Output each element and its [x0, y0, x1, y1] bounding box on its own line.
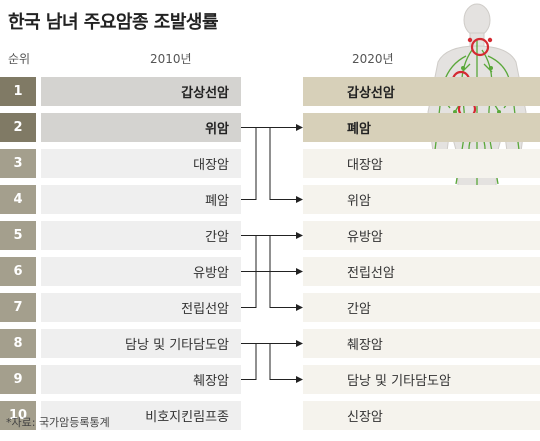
source-note: *자료: 국가암등록통계: [6, 416, 110, 429]
cancer-2010-row: 비호지킨림프종: [41, 401, 241, 430]
rank-cell: 10: [0, 401, 36, 430]
cancer-2010-row: 위암: [41, 113, 241, 142]
rank-move-arrowhead: [296, 376, 303, 383]
rank-move-line: [241, 235, 296, 272]
rank-cell: 7: [0, 293, 36, 322]
cancer-2020-row: 담낭 및 기타담도암: [303, 365, 540, 394]
rank-move-line: [241, 271, 296, 308]
rank-move-line: [241, 127, 296, 200]
rank-cell: 9: [0, 365, 36, 394]
cancer-2020-row: 대장암: [303, 149, 540, 178]
rank-move-arrowhead: [296, 124, 303, 131]
cancer-2010-row: 갑상선암: [41, 77, 241, 106]
cancer-2010-row: 폐암: [41, 185, 241, 214]
year-2010-header: 2010년: [150, 52, 192, 66]
rank-cell: 2: [0, 113, 36, 142]
rank-cell: 8: [0, 329, 36, 358]
cancer-2020-row: 갑상선암: [303, 77, 540, 106]
cancer-2010-row: 유방암: [41, 257, 241, 286]
rank-move-line: [241, 343, 296, 380]
rank-move-arrowhead: [296, 340, 303, 347]
chart-title: 한국 남녀 주요암종 조발생률: [8, 12, 219, 33]
rank-move-line: [241, 343, 296, 380]
cancer-2010-row: 담낭 및 기타담도암: [41, 329, 241, 358]
rank-cell: 6: [0, 257, 36, 286]
rank-cell: 4: [0, 185, 36, 214]
cancer-2020-row: 전립선암: [303, 257, 540, 286]
cancer-2010-row: 간암: [41, 221, 241, 250]
cancer-2010-row: 췌장암: [41, 365, 241, 394]
year-2020-header: 2020년: [352, 52, 394, 66]
rank-cell: 5: [0, 221, 36, 250]
rank-move-line: [241, 127, 296, 200]
rank-cell: 3: [0, 149, 36, 178]
cancer-2020-row: 유방암: [303, 221, 540, 250]
cancer-2010-row: 대장암: [41, 149, 241, 178]
cancer-2020-row: 폐암: [303, 113, 540, 142]
cancer-2020-row: 췌장암: [303, 329, 540, 358]
cancer-2020-row: 위암: [303, 185, 540, 214]
rank-header: 순위: [8, 52, 31, 66]
rank-move-arrowhead: [296, 304, 303, 311]
cancer-2010-row: 전립선암: [41, 293, 241, 322]
rank-move-arrowhead: [296, 268, 303, 275]
cancer-2020-row: 간암: [303, 293, 540, 322]
cancer-2020-row: 신장암: [303, 401, 540, 430]
rank-cell: 1: [0, 77, 36, 106]
rank-move-arrowhead: [296, 232, 303, 239]
rank-move-arrowhead: [296, 196, 303, 203]
